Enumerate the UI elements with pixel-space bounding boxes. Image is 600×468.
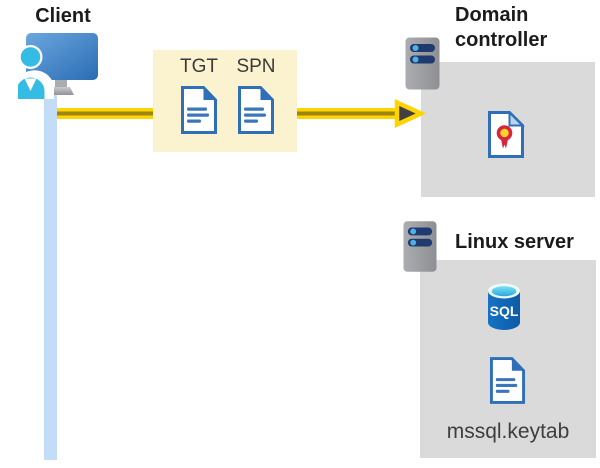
domain-controller-title: Domain controller: [455, 3, 547, 53]
monitor-icon: [26, 33, 98, 95]
linux-server-icon: [403, 221, 437, 272]
sql-icon-label: SQL: [490, 303, 519, 319]
sql-database-icon: SQL: [488, 283, 520, 330]
tgt-label: TGT: [180, 56, 218, 77]
arrowhead-icon: [394, 99, 426, 128]
keytab-file-label: mssql.keytab: [446, 420, 570, 443]
spn-document-icon: [238, 86, 274, 134]
linux-server-title: Linux server: [455, 231, 574, 253]
client-title: Client: [35, 5, 91, 27]
certificate-icon: [488, 111, 525, 158]
domain-controller-server-icon: [405, 37, 440, 90]
domain-controller-title-line2: controller: [455, 29, 548, 51]
ticket-box: TGT SPN: [153, 50, 297, 152]
user-icon: [18, 45, 54, 99]
tgt-document-icon: [181, 86, 217, 134]
spn-label: SPN: [236, 56, 276, 77]
client-session-line: [44, 93, 57, 460]
client-icon: [18, 33, 98, 99]
domain-controller-title-line1: Domain: [455, 4, 529, 26]
keytab-file-icon: [489, 357, 526, 404]
